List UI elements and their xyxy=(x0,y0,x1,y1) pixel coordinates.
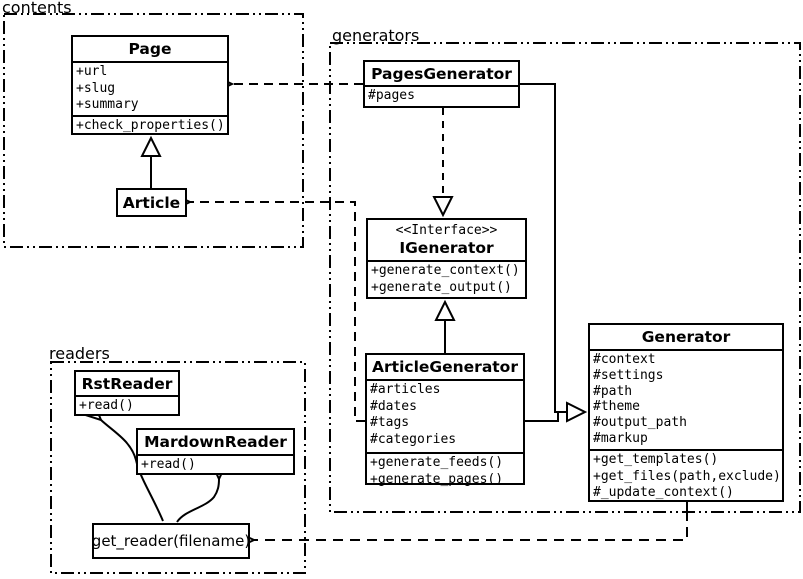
class-article: Article xyxy=(116,188,187,217)
method: +get_templates() xyxy=(593,452,719,467)
class-mardownreader-methods: +read() xyxy=(138,454,293,474)
class-generator-attributes: #context #settings #path #theme #output_… xyxy=(590,349,782,449)
class-articlegenerator: ArticleGenerator #articles #dates #tags … xyxy=(365,353,525,488)
class-rstreader-title: RstReader xyxy=(81,374,173,393)
attribute: #tags xyxy=(370,415,410,430)
class-articlegenerator-methods: +generate_feeds() +generate_pages() xyxy=(367,452,523,488)
class-igenerator-title: <<Interface>> IGenerator xyxy=(368,220,525,260)
attribute: +summary xyxy=(76,97,139,112)
attribute: #settings xyxy=(593,367,664,383)
inheritance-pagesgenerator-to-generator xyxy=(520,83,588,423)
attribute: +url xyxy=(76,64,108,79)
method: +generate_output() xyxy=(371,279,512,295)
method: +check_properties() xyxy=(76,118,225,133)
class-pagesgenerator: PagesGenerator #pages xyxy=(363,60,520,108)
call-getreader-to-mardownreader xyxy=(176,463,227,523)
node-get-reader: get_reader(filename) xyxy=(92,523,250,559)
inheritance-articlegenerator-to-generator xyxy=(525,412,559,422)
method: +read() xyxy=(141,457,196,472)
class-rstreader-methods: +read() xyxy=(76,395,178,415)
package-generators-border xyxy=(329,42,801,513)
class-article-title: Article xyxy=(122,193,181,212)
attribute: #pages xyxy=(368,88,415,103)
attribute: #articles xyxy=(370,382,441,397)
package-contents-border xyxy=(3,13,304,248)
class-generator: Generator #context #settings #path #them… xyxy=(588,323,784,502)
method: +generate_feeds() xyxy=(370,455,504,470)
class-rstreader: RstReader +read() xyxy=(74,370,180,416)
class-igenerator-name: IGenerator xyxy=(399,239,494,257)
attribute: #categories xyxy=(370,431,457,447)
attribute: #output_path xyxy=(593,415,687,431)
method: +generate_context() xyxy=(371,263,520,278)
class-articlegenerator-attributes: #articles #dates #tags #categories xyxy=(367,379,523,452)
attribute: #dates xyxy=(370,398,417,414)
attribute: #theme xyxy=(593,399,640,415)
package-label-generators: generators xyxy=(332,26,420,45)
class-generator-title: Generator xyxy=(641,328,731,346)
stereotype-interface: <<Interface>> xyxy=(395,223,498,238)
class-pagesgenerator-attributes: #pages xyxy=(365,85,518,105)
attribute: #path xyxy=(593,383,633,399)
method: #_update_context() xyxy=(593,485,734,500)
class-pagesgenerator-title: PagesGenerator xyxy=(371,64,512,83)
method: +generate_pages() xyxy=(370,471,504,487)
class-page-attributes: +url +slug +summary xyxy=(73,61,227,115)
package-label-readers: readers xyxy=(49,344,110,363)
class-igenerator-methods: +generate_context() +generate_output() xyxy=(368,260,525,296)
method: +get_files(path,exclude) xyxy=(593,468,781,484)
dependency-articlegenerator-to-article xyxy=(174,194,365,422)
class-page: Page +url +slug +summary +check_properti… xyxy=(71,35,229,135)
package-readers-border xyxy=(50,361,306,574)
class-mardownreader: MardownReader +read() xyxy=(136,428,295,475)
class-articlegenerator-title: ArticleGenerator xyxy=(372,358,518,376)
attribute: #markup xyxy=(593,430,648,446)
method: +read() xyxy=(79,398,134,413)
attribute: +slug xyxy=(76,80,116,96)
class-page-title: Page xyxy=(128,40,172,58)
dependency-generator-to-getreader xyxy=(238,527,688,548)
package-label-contents: contents xyxy=(2,0,72,17)
attribute: #context xyxy=(593,352,656,367)
class-page-methods: +check_properties() xyxy=(73,115,227,135)
node-get-reader-label: get_reader(filename) xyxy=(91,532,251,550)
class-igenerator: <<Interface>> IGenerator +generate_conte… xyxy=(366,218,527,299)
class-generator-methods: +get_templates() +get_files(path,exclude… xyxy=(590,449,782,502)
class-mardownreader-title: MardownReader xyxy=(144,433,287,451)
